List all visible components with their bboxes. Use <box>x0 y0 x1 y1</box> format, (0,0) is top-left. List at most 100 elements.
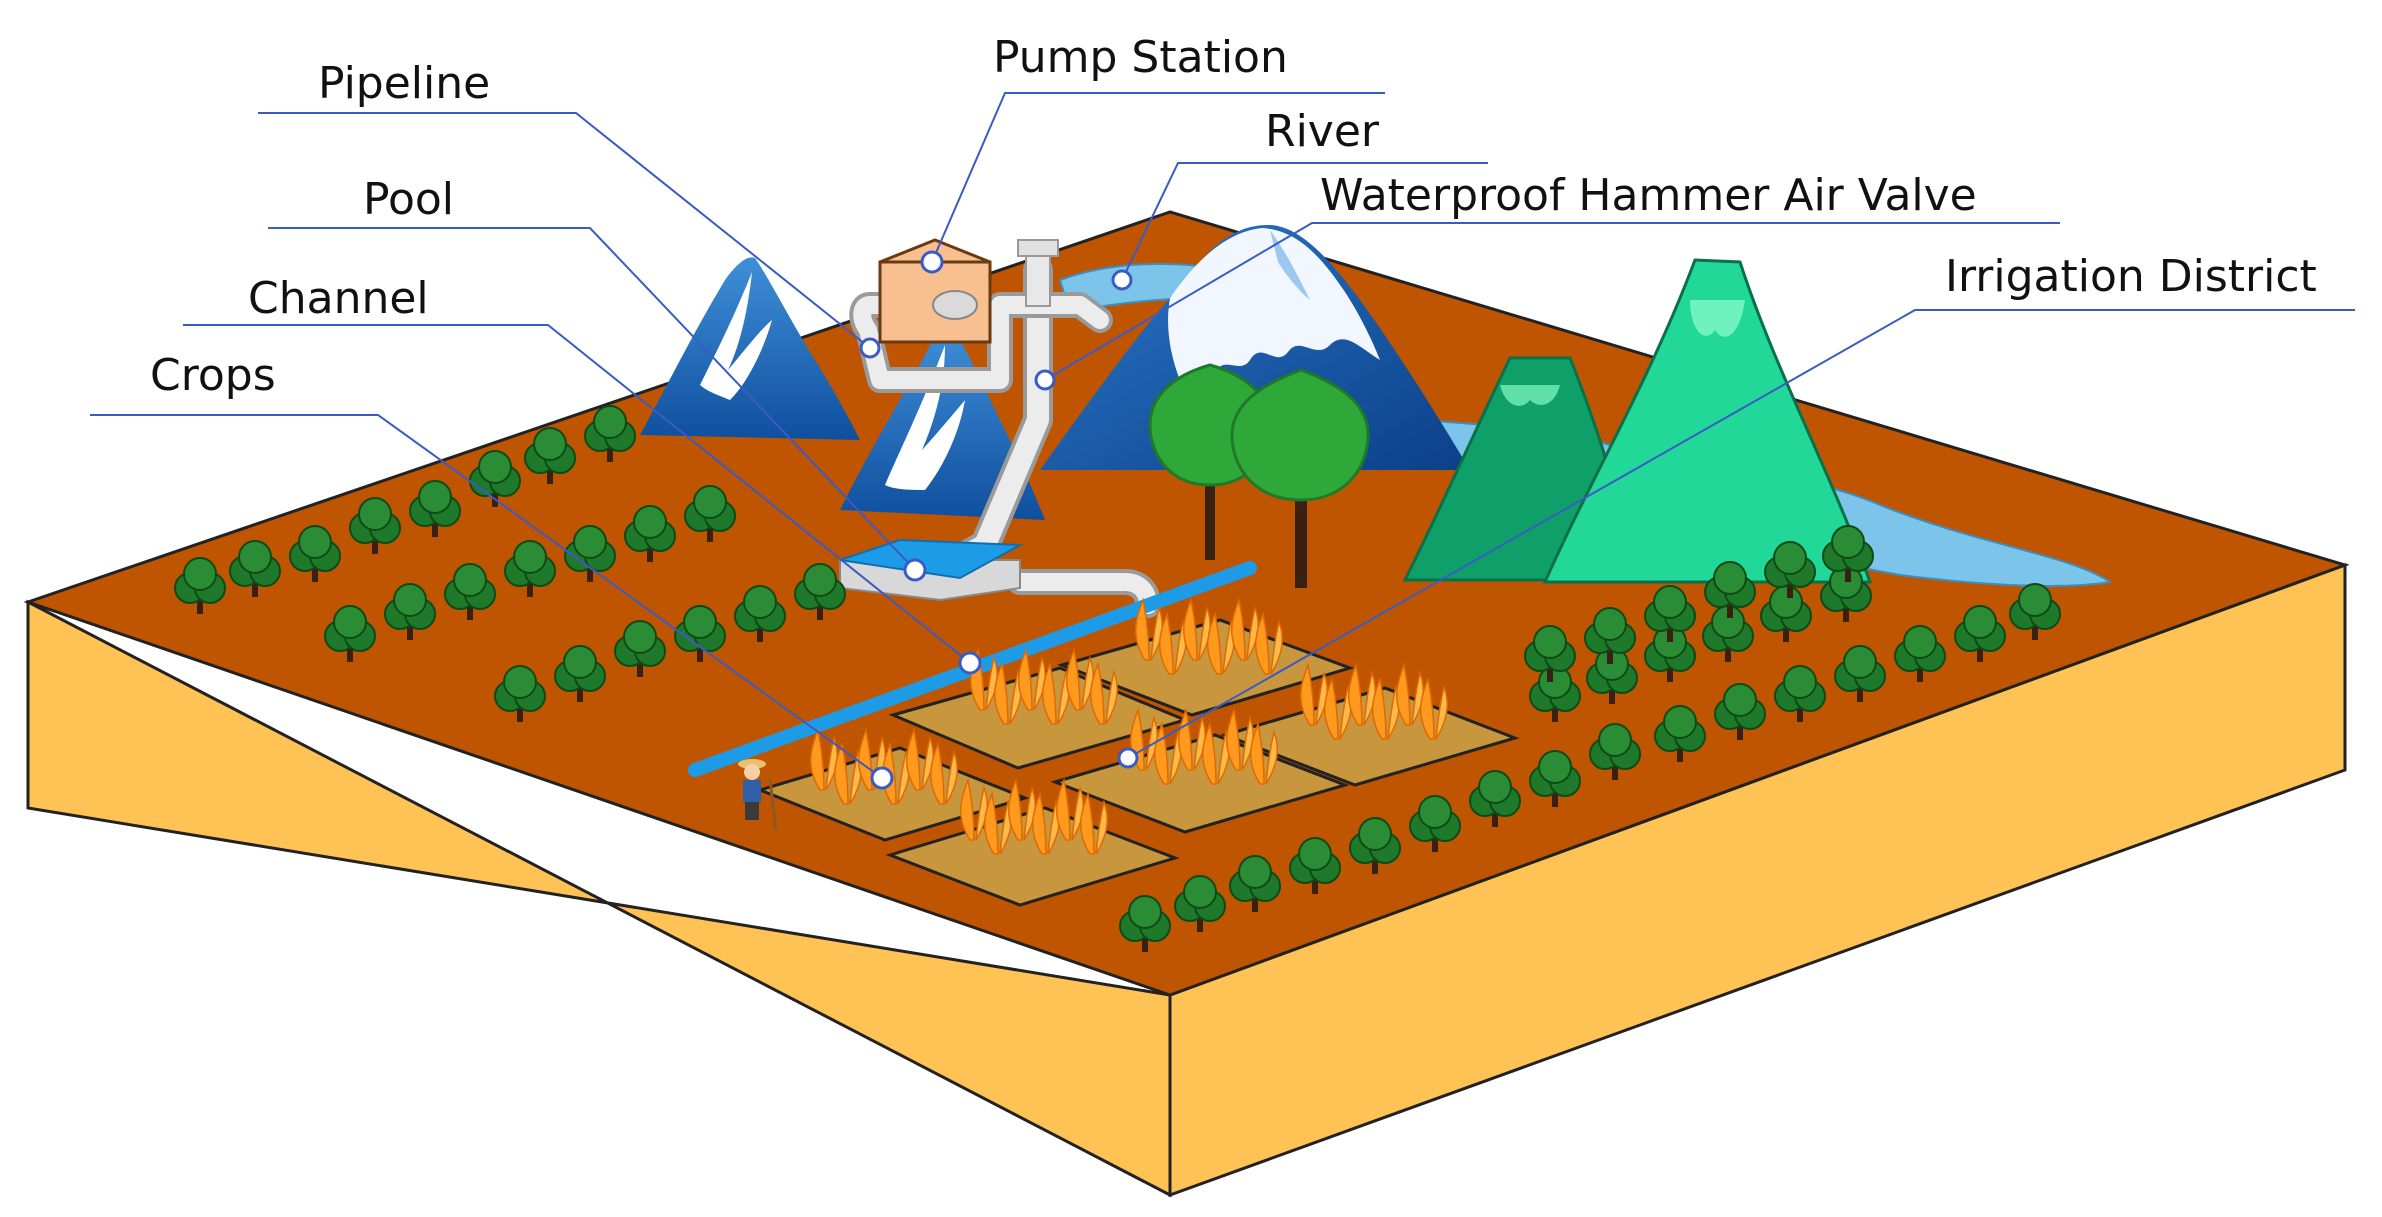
green-mountains <box>1402 258 1873 584</box>
crop-icon <box>1396 662 1425 726</box>
tree-icon <box>409 480 461 537</box>
callout-lines <box>90 92 2355 779</box>
tree-trunk <box>372 532 378 554</box>
tree-icon <box>494 665 546 722</box>
farmer-head <box>744 764 760 780</box>
snow-streak <box>1270 230 1310 300</box>
tree-canopy <box>1831 525 1865 559</box>
tree-trunk <box>1843 600 1849 622</box>
left-snow-mountain <box>640 257 860 440</box>
tree-trunk <box>1737 718 1743 740</box>
crop-leaf <box>1090 661 1105 725</box>
tree-canopy <box>593 405 627 439</box>
tree-icon <box>444 563 496 620</box>
crop-icon <box>1183 597 1212 661</box>
tree-trunk <box>1917 660 1923 682</box>
crop-leaf <box>1178 707 1193 771</box>
tree-canopy <box>1238 855 1272 889</box>
crop-leaf <box>1250 721 1265 785</box>
tree-canopy <box>1183 875 1217 909</box>
tree-trunk <box>1197 910 1203 932</box>
tree-icon <box>1229 855 1281 912</box>
crop-icon <box>1255 611 1284 675</box>
tree-icon <box>1704 561 1756 618</box>
tree-canopy <box>298 525 332 559</box>
tree-trunk <box>527 575 533 597</box>
tree-trunk <box>1252 890 1258 912</box>
tree-canopy <box>1128 895 1162 929</box>
tree-icon <box>1119 895 1171 952</box>
tree-canopy <box>1593 607 1627 641</box>
tree-canopy <box>1653 585 1687 619</box>
callout-line-irrigation <box>1127 309 2355 759</box>
crop-leaf <box>1270 619 1284 675</box>
callout-line-pump-station <box>931 92 1385 263</box>
crop-leaf <box>1324 676 1339 740</box>
valve-body <box>1025 255 1051 307</box>
tree-canopy <box>1769 585 1803 619</box>
crop-icon <box>1018 647 1047 711</box>
crop-leaf <box>1207 611 1222 675</box>
crop-leaf <box>1071 785 1085 841</box>
tree-trunk <box>1432 830 1438 852</box>
crop-leaf <box>1033 655 1047 711</box>
tree-trunk <box>407 618 413 640</box>
tree-canopy <box>693 485 727 519</box>
tree-trunk <box>1797 700 1803 722</box>
tree-canopy <box>743 585 777 619</box>
tree-icon <box>1584 607 1636 664</box>
tree-canopy <box>1533 625 1567 659</box>
tree-canopy <box>1418 795 1452 829</box>
crop-leaf <box>1265 729 1279 785</box>
small-trees-layer <box>174 405 2061 952</box>
snow-streak <box>885 345 965 490</box>
valve-cap <box>1017 239 1059 257</box>
crop-leaf <box>1150 605 1164 661</box>
tree-icon <box>1469 770 1521 827</box>
crop-leaf <box>1056 777 1071 841</box>
tree-canopy <box>333 605 367 639</box>
tree-icon <box>1586 647 1638 704</box>
crop-leaf <box>825 735 839 791</box>
callout-dots <box>859 250 1139 790</box>
crop-icon <box>970 647 999 711</box>
crop-leaf <box>1066 647 1081 711</box>
crop-leaf <box>930 741 945 805</box>
tree-trunk <box>2032 618 2038 640</box>
tree-icon <box>734 585 786 642</box>
tree-canopy <box>503 665 537 699</box>
crop-icon <box>1080 791 1109 855</box>
tree-trunk <box>637 655 643 677</box>
tree-icon <box>624 505 676 562</box>
tree-icon <box>1654 705 1706 762</box>
callout-line-crops <box>90 414 883 779</box>
callout-line-channel <box>183 324 971 664</box>
tree-trunk <box>1607 642 1613 664</box>
tree-canopy <box>1478 770 1512 804</box>
tree-canopy <box>513 540 547 574</box>
crop-leaf <box>1300 662 1315 726</box>
tree-canopy <box>683 605 717 639</box>
tree-trunk <box>647 540 653 562</box>
crop-icon <box>984 791 1013 855</box>
tree-trunk <box>347 640 353 662</box>
tree-canopy <box>1773 541 1807 575</box>
tree-trunk <box>1612 758 1618 780</box>
tree-canopy <box>358 497 392 531</box>
callout-line-pipeline <box>258 112 871 349</box>
callout-line-pool <box>268 227 916 571</box>
mountain-icon <box>1542 258 1873 584</box>
crop-leaf <box>1008 777 1023 841</box>
tree-trunk <box>1295 480 1307 588</box>
tree-icon <box>1822 525 1874 582</box>
crop-icon <box>1056 777 1085 841</box>
tree-trunk <box>757 620 763 642</box>
tree-trunk <box>517 700 523 722</box>
tree-icon <box>1289 837 1341 894</box>
crop-leaf <box>1435 684 1449 740</box>
tree-icon <box>174 557 226 614</box>
farmer-hoe <box>768 779 778 831</box>
crop-leaf <box>1255 611 1270 675</box>
callout-line-air-valve <box>1044 222 2060 381</box>
crop-leaf <box>994 661 1009 725</box>
